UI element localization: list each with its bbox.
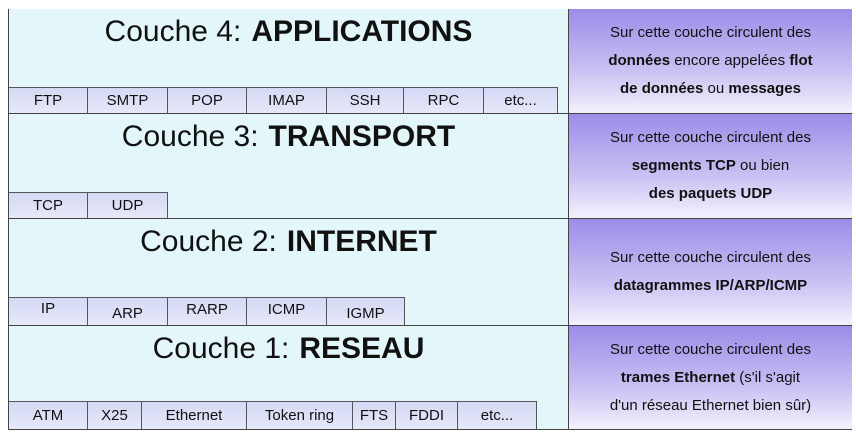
protocol-fddi: FDDI	[396, 401, 458, 429]
desc-text: ou bien	[735, 157, 790, 174]
protocol-fts: FTS	[353, 401, 396, 429]
layer-prefix: Couche 1:	[152, 332, 290, 365]
desc-bold: données	[608, 52, 671, 69]
desc-bold: datagrammes IP/ARP/ICMP	[613, 277, 808, 294]
layer-3-description: Sur cette couche circulent des segments T…	[568, 114, 852, 219]
desc-text: ou	[703, 80, 729, 97]
desc-bold: segments TCP	[631, 157, 736, 174]
layer-title: Couche 4: APPLICATIONS	[9, 15, 568, 49]
desc-bold: trames Ethernet	[620, 368, 736, 386]
layer-name: TRANSPORT	[268, 120, 456, 153]
layer-1-reseau: Couche 1: RESEAU ATM X25 Ethernet Token r…	[9, 326, 568, 430]
layer-title: Couche 2: INTERNET	[9, 225, 568, 259]
protocol-igmp: IGMP	[327, 297, 405, 325]
protocol-icmp: ICMP	[247, 297, 327, 325]
layer-1-description: Sur cette couche circulent des trames Eth…	[568, 326, 852, 430]
layer-2-internet: Couche 2: INTERNET IP ARP RARP ICMP IGMP	[9, 219, 568, 326]
layer-4-description: Sur cette couche circulent des données en…	[568, 9, 852, 114]
desc-text: Sur cette couche circulent des	[610, 249, 811, 266]
protocol-pop: POP	[168, 87, 247, 113]
layer-name: INTERNET	[286, 225, 437, 258]
desc-text: Sur cette couche circulent des	[610, 340, 811, 358]
desc-text: d'un réseau Ethernet bien sûr)	[609, 396, 812, 414]
desc-bold: des paquets UDP	[648, 185, 773, 202]
layer-name: RESEAU	[299, 332, 425, 365]
protocol-rarp: RARP	[168, 297, 247, 325]
protocol-tcp: TCP	[9, 192, 88, 218]
protocol-etc: etc...	[484, 87, 558, 113]
layer-prefix: Couche 3:	[121, 120, 259, 153]
protocol-atm: ATM	[9, 401, 88, 429]
protocol-etc: etc...	[458, 401, 537, 429]
protocol-smtp: SMTP	[88, 87, 168, 113]
protocol-udp: UDP	[88, 192, 168, 218]
protocol-ssh: SSH	[327, 87, 404, 113]
layer-title: Couche 3: TRANSPORT	[9, 120, 568, 154]
protocol-rpc: RPC	[404, 87, 484, 113]
layer-prefix: Couche 2:	[140, 225, 277, 258]
layer-title: Couche 1: RESEAU	[9, 332, 568, 366]
layer-4-applications: Couche 4: APPLICATIONS FTP SMTP POP IMAP …	[9, 9, 568, 114]
protocol-strip: ATM X25 Ethernet Token ring FTS FDDI etc…	[9, 401, 537, 429]
desc-text: Sur cette couche circulent des	[610, 24, 811, 41]
protocol-ethernet: Ethernet	[142, 401, 247, 429]
protocol-strip: IP ARP RARP ICMP IGMP	[9, 297, 405, 325]
layer-name: APPLICATIONS	[251, 15, 473, 48]
protocol-arp: ARP	[88, 297, 168, 325]
protocol-strip: TCP UDP	[9, 192, 168, 218]
desc-text: Sur cette couche circulent des	[610, 129, 811, 146]
protocol-ip: IP	[9, 297, 88, 325]
protocol-strip: FTP SMTP POP IMAP SSH RPC etc...	[9, 87, 558, 113]
desc-bold: flot	[789, 52, 813, 69]
protocol-x25: X25	[88, 401, 142, 429]
protocol-ftp: FTP	[9, 87, 88, 113]
desc-bold: messages	[728, 80, 801, 97]
layer-2-description: Sur cette couche circulent des datagramme…	[568, 219, 852, 326]
layer-prefix: Couche 4:	[104, 15, 242, 48]
protocol-token-ring: Token ring	[247, 401, 353, 429]
protocol-imap: IMAP	[247, 87, 327, 113]
desc-text: encore appelées	[670, 52, 790, 69]
desc-bold: de données	[620, 80, 704, 97]
layer-3-transport: Couche 3: TRANSPORT TCP UDP	[9, 114, 568, 219]
desc-text: (s'il s'agit	[735, 368, 801, 386]
